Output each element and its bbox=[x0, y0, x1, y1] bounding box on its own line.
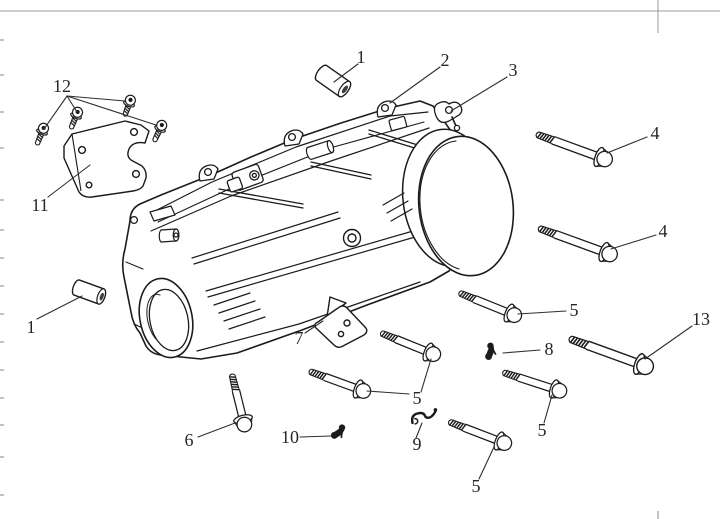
mounting-plate-part-11 bbox=[63, 120, 150, 198]
flange-bolt-part-5 bbox=[502, 369, 568, 399]
deck-bracket bbox=[226, 163, 264, 193]
flange-bolt-part-5 bbox=[379, 330, 442, 363]
deck-block bbox=[388, 115, 408, 132]
leader-line-12 bbox=[66, 95, 157, 126]
part-callout-6: 6 bbox=[185, 430, 194, 450]
cover-left-opening bbox=[138, 277, 194, 359]
leader-line-7 bbox=[304, 320, 324, 334]
callout-labels: 12 11 1 1 2 3 4 4 5 13 8 5 7 6 10 9 5 5 bbox=[27, 47, 711, 496]
leader-line-5 bbox=[366, 390, 410, 395]
deck-roller bbox=[305, 140, 335, 160]
leader-line-1 bbox=[333, 63, 359, 83]
part-callout-5b: 5 bbox=[413, 388, 422, 408]
leader-line-8 bbox=[502, 349, 541, 354]
part-callout-8: 8 bbox=[545, 339, 554, 359]
part-callout-4b: 4 bbox=[659, 221, 668, 241]
flange-bolt-part-5 bbox=[308, 368, 372, 399]
spacer-sleeve-part-1 bbox=[314, 64, 352, 98]
part-callout-1b: 1 bbox=[357, 47, 366, 67]
leader-line-12 bbox=[43, 95, 68, 130]
leader-line-11 bbox=[47, 164, 91, 198]
part-callout-1a: 1 bbox=[27, 317, 36, 337]
part-callout-5d: 5 bbox=[472, 476, 481, 496]
leader-line-6 bbox=[197, 422, 236, 438]
leader-line-10 bbox=[299, 435, 332, 438]
leader-line-5 bbox=[420, 358, 432, 393]
leader-line-12 bbox=[66, 95, 126, 102]
part-callout-5a: 5 bbox=[570, 300, 579, 320]
part-callout-3: 3 bbox=[509, 60, 518, 80]
cap-screw-part-12 bbox=[122, 94, 136, 117]
crankcase-cover-drawing bbox=[121, 100, 515, 360]
cover-top-bracket-part-3 bbox=[433, 101, 463, 132]
part-callout-12: 12 bbox=[53, 76, 71, 96]
part-callout-5c: 5 bbox=[538, 420, 547, 440]
flange-bolt-part-6 bbox=[228, 373, 253, 433]
flange-bolt-part-5 bbox=[447, 419, 513, 451]
part-callout-2: 2 bbox=[441, 50, 450, 70]
cover-mount-tabs bbox=[129, 100, 397, 225]
leader-line-5 bbox=[517, 310, 567, 315]
leader-line-2 bbox=[389, 66, 441, 104]
part-callout-7: 7 bbox=[295, 328, 304, 348]
flange-bolt-part-4 bbox=[537, 225, 618, 263]
cap-screw-part-12 bbox=[34, 122, 50, 146]
leader-line-4 bbox=[610, 234, 657, 250]
leader-line-12 bbox=[66, 95, 78, 113]
cap-screw-part-12 bbox=[152, 119, 168, 143]
spacer-sleeve-part-1 bbox=[71, 279, 107, 305]
leader-line-5 bbox=[543, 394, 553, 424]
fastener-parts bbox=[34, 64, 655, 451]
leader-line-13 bbox=[644, 325, 693, 360]
part-callout-10: 10 bbox=[281, 427, 299, 447]
leader-line-5 bbox=[478, 446, 495, 480]
leader-line-3 bbox=[450, 76, 508, 112]
cable-hook-part-9 bbox=[410, 406, 440, 426]
part-callout-11: 11 bbox=[31, 195, 48, 215]
wire-clip-part-10 bbox=[328, 421, 350, 444]
flange-bolt-part-4 bbox=[535, 131, 613, 168]
part-callout-9: 9 bbox=[413, 434, 422, 454]
leader-line-9 bbox=[415, 422, 423, 439]
cover-drum-end bbox=[382, 128, 515, 277]
leader-line-1 bbox=[36, 295, 83, 320]
part-callout-4a: 4 bbox=[651, 123, 660, 143]
leader-line-4 bbox=[606, 136, 648, 154]
wire-clip-part-8 bbox=[484, 341, 498, 362]
part-callout-13: 13 bbox=[692, 309, 710, 329]
flange-bolt-part-5 bbox=[458, 290, 523, 324]
callout-leader-lines bbox=[36, 63, 693, 480]
flange-bolt-part-13 bbox=[568, 335, 655, 376]
